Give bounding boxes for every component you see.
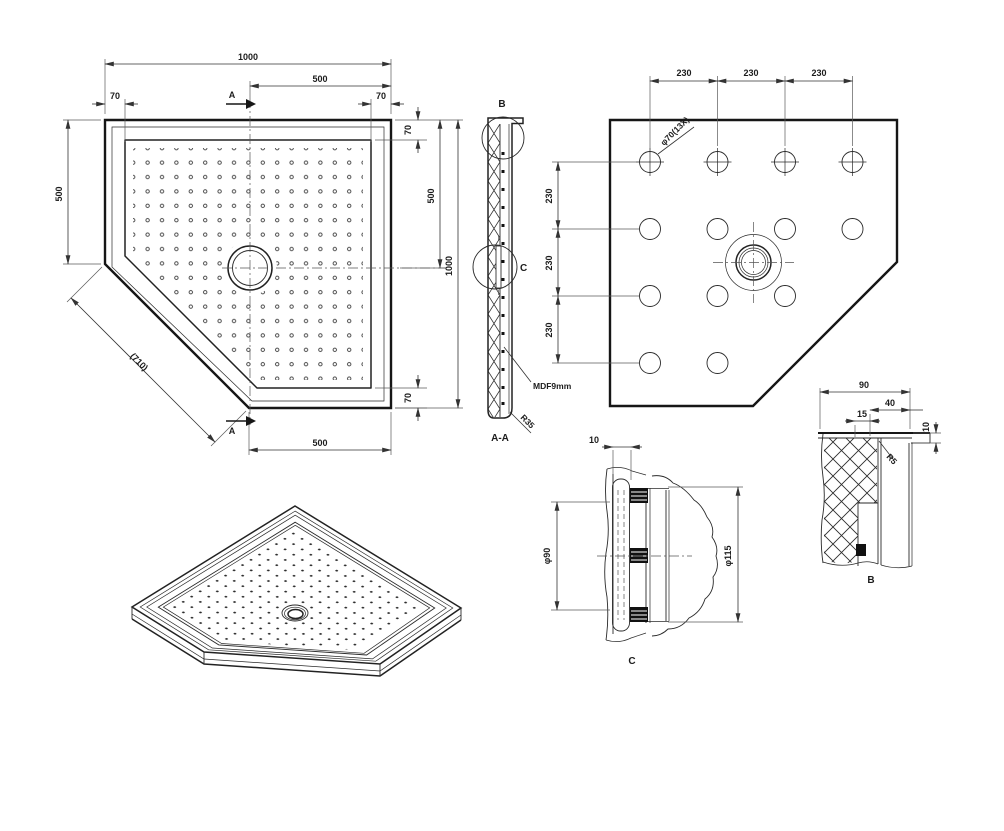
section-marker-top: A: [226, 90, 256, 109]
corner-radius-note: R5: [885, 452, 900, 467]
r35-leader: [509, 411, 532, 434]
dim-hole-spacing-v: 230: [544, 322, 554, 337]
section-marker-bottom: A: [226, 416, 256, 436]
basin-edge: [124, 139, 372, 389]
iso-base-wall: [131, 607, 462, 677]
detail-b-view: 90 40 15 10 R5 B: [818, 380, 941, 586]
hole-callout-leader: [657, 126, 695, 155]
fastener-block: [856, 544, 866, 556]
dim-half-height-left: 500: [54, 186, 64, 201]
rim-inner-edge: [111, 126, 385, 402]
dim-inner-diameter: φ90: [542, 548, 552, 564]
dim-width: 90: [859, 380, 869, 390]
section-view: B C MDF9mm R35 A-A: [472, 99, 572, 444]
dim-total-width: 1000: [238, 52, 258, 62]
fastener-dots: [501, 152, 505, 405]
detail-c-letter: C: [520, 263, 527, 274]
dim-chamfer: (710): [128, 351, 150, 373]
dim-half-width-top: 500: [312, 74, 327, 84]
dim-hole-spacing: 230: [811, 68, 826, 78]
section-letter: A: [229, 426, 236, 436]
detail-c-view: 10 φ90 φ115 C: [542, 435, 743, 667]
dim-hole-spacing-v: 230: [544, 255, 554, 270]
section-letter: A: [229, 90, 236, 100]
section-title: A-A: [491, 433, 509, 444]
isometric-view: [130, 505, 463, 677]
drain-bottom: [713, 222, 794, 303]
dim-rim-top-right: 70: [403, 125, 413, 135]
drain-flange: [612, 478, 630, 632]
mdf-leader: [503, 346, 532, 383]
dim-step: 40: [885, 398, 895, 408]
dim-lip: 10: [921, 422, 931, 432]
plan-view: 1000 500 70 70 70 500 1000 500: [54, 52, 463, 455]
detail-b-title: B: [867, 575, 874, 586]
iso-drain: [281, 604, 309, 622]
corner-radius-note: R35: [519, 412, 537, 430]
dim-hole-spacing-v: 230: [544, 188, 554, 203]
dim-total-height: 1000: [444, 256, 454, 276]
detail-c-title: C: [628, 656, 635, 667]
detail-circle-c: [472, 244, 518, 290]
iso-rim-outer: [130, 505, 463, 665]
foot-holes-row1: [636, 148, 867, 176]
dim-hole-spacing: 230: [676, 68, 691, 78]
dim-half-height-right: 500: [426, 188, 436, 203]
foam-hatch: [824, 438, 877, 564]
drain-sleeve: [495, 245, 502, 289]
dim-outer-diameter: φ115: [723, 546, 733, 567]
dim-hole-spacing: 230: [743, 68, 758, 78]
section-outline: [487, 117, 524, 419]
foot-holes: [639, 218, 864, 374]
dim-rim-bottom-right: 70: [403, 393, 413, 403]
drain-body-break: [651, 475, 718, 637]
mdf-hatch: [488, 124, 500, 417]
r5-leader: [878, 440, 894, 460]
material-note: MDF9mm: [533, 381, 572, 391]
detail-circle-b: [481, 116, 525, 160]
dim-rim-left: 70: [110, 91, 120, 101]
left-break-edge: [820, 433, 825, 564]
dim-offset: 10: [589, 435, 599, 445]
dim-rim-right: 70: [376, 91, 386, 101]
detail-b-letter: B: [498, 99, 505, 110]
iso-anti-slip-dots: [171, 530, 422, 651]
thread-blocks: [630, 488, 648, 622]
dim-leg: 15: [857, 409, 867, 419]
dim-half-width-bottom: 500: [312, 438, 327, 448]
bottom-view: 230 230 230 230 230 230 φ70(13X): [544, 68, 899, 408]
bottom-outline: [608, 118, 899, 408]
tray-outline: [103, 118, 393, 410]
floor-break-edge: [604, 468, 609, 641]
